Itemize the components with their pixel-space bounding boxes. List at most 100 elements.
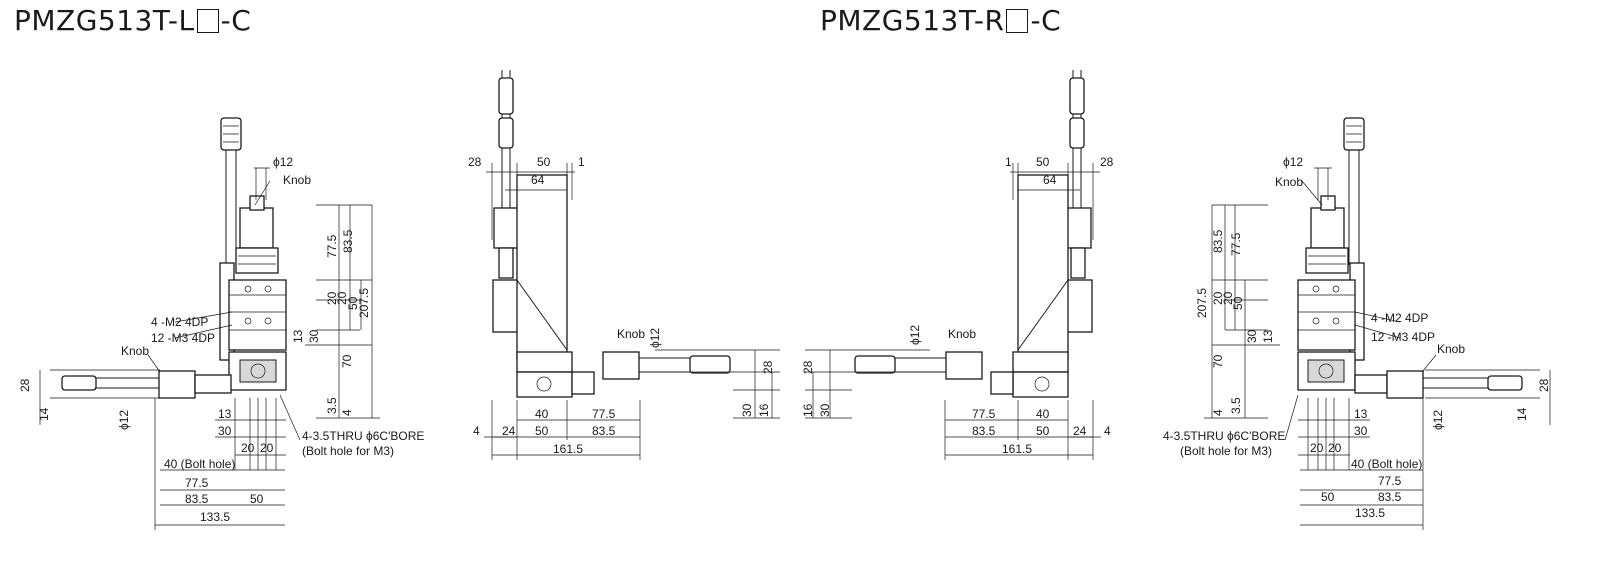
dim-40: 40 [535,407,549,421]
dim-4: 4 [1104,424,1111,438]
dim-28b: 28 [801,360,815,374]
dim-14: 14 [37,407,51,421]
label-m3: 12 -M3 4DP [151,331,215,345]
model-title-left: PMZG513T-L-C [14,4,252,37]
dim-16: 16 [801,403,815,417]
dim-50b: 50 [1036,424,1050,438]
dim-77-5b: 77.5 [185,476,209,490]
label-bore: 4-3.5THRU ϕ6C'BORE [302,429,424,443]
dim-3-5: 3.5 [1229,397,1243,414]
dim-4: 4 [1211,409,1225,416]
dim-28b: 28 [761,360,775,374]
dim-28: 28 [18,378,32,392]
dim-bolt40: 40 (Bolt hole) [1351,457,1422,471]
label-bolt-m3: (Bolt hole for M3) [1180,444,1272,458]
dim-64: 64 [531,173,545,187]
dim-16: 16 [757,403,771,417]
dim-77-5: 77.5 [972,407,996,421]
dim-28: 28 [1100,155,1114,169]
label-knob: Knob [283,173,311,187]
dim-30: 30 [818,403,832,417]
dim-phi12: ϕ12 [908,325,922,345]
label-knob: Knob [1275,175,1303,189]
dim-28: 28 [1537,378,1551,392]
dim-30: 30 [740,403,754,417]
dim-50b: 50 [1321,490,1335,504]
dim-133-5: 133.5 [1355,506,1385,520]
dim-13b: 13 [218,407,232,421]
dim-13: 13 [291,329,305,343]
dim-20c: 20 [1310,441,1324,455]
label-bolt-m3: (Bolt hole for M3) [302,444,394,458]
dim-20: 20 [325,291,339,305]
label-knob-side: Knob [1437,342,1465,356]
dim-50: 50 [346,296,360,310]
dim-28: 28 [468,155,482,169]
dim-20d: 20 [260,441,274,455]
dim-30b: 30 [1354,424,1368,438]
dim-50b: 50 [250,492,264,506]
dim-83-5: 83.5 [972,424,996,438]
dim-phi12: ϕ12 [273,155,293,169]
dim-77-5: 77.5 [325,234,339,258]
label-knob: Knob [617,327,645,341]
dim-83-5: 83.5 [341,229,355,253]
dim-24: 24 [1073,424,1087,438]
dim-phi12: ϕ12 [648,328,662,348]
dim-1: 1 [578,155,585,169]
dim-40: 40 [1036,407,1050,421]
dim-50b: 50 [535,424,549,438]
dim-13: 13 [1261,329,1275,343]
dim-30b: 30 [218,424,232,438]
dim-phi12: ϕ12 [1283,155,1303,169]
dim-20: 20 [1211,291,1225,305]
dim-20b: 20 [1221,291,1235,305]
dim-30: 30 [307,329,321,343]
dim-14: 14 [1515,407,1529,421]
dim-50: 50 [1036,155,1050,169]
label-knob-side: Knob [121,344,149,358]
label-m2: 4 -M2 4DP [151,315,208,329]
dim-133-5: 133.5 [200,510,230,524]
dim-30: 30 [1245,329,1259,343]
dim-77-5b: 77.5 [1378,474,1402,488]
dim-20d: 20 [1328,441,1342,455]
right-side-view: 1 50 28 64 ϕ12 Knob 28 16 30 77.5 40 83.… [801,70,1114,460]
dim-3-5: 3.5 [325,397,339,414]
left-top-view: ϕ12 Knob 77.5 83.5 20 20 50 207.5 4 -M2 … [18,117,424,530]
dim-77-5: 77.5 [1229,232,1243,256]
dim-161-5: 161.5 [553,442,583,456]
dim-50: 50 [1231,296,1245,310]
label-knob: Knob [948,327,976,341]
dim-83-5b: 83.5 [185,492,209,506]
dim-50: 50 [537,155,551,169]
dim-70: 70 [340,354,354,368]
dim-bolt40: 40 (Bolt hole) [164,457,235,471]
dim-phi12-side: ϕ12 [117,410,131,430]
dim-13b: 13 [1354,407,1368,421]
option-box [1006,9,1029,33]
right-top-view: ϕ12 Knob 83.5 77.5 207.5 20 20 50 30 13 … [1163,117,1551,530]
dim-83-5: 83.5 [1211,229,1225,253]
label-bore: 4-3.5THRU ϕ6C'BORE [1163,429,1285,443]
dim-83-5: 83.5 [592,424,616,438]
left-side-view: 28 50 1 64 Knob ϕ12 28 30 16 4 24 40 77.… [468,70,780,460]
dim-77-5: 77.5 [592,407,616,421]
dim-207-5: 207.5 [357,288,371,318]
dim-207-5: 207.5 [1195,288,1209,318]
dim-phi12-side: ϕ12 [1431,410,1445,430]
label-m3: 12 -M3 4DP [1371,330,1435,344]
option-box [196,9,219,33]
dim-161-5: 161.5 [1002,442,1032,456]
dim-83-5b: 83.5 [1378,490,1402,504]
label-m2: 4 -M2 4DP [1371,311,1428,325]
dim-4: 4 [473,424,480,438]
model-title-right: PMZG513T-R-C [820,4,1062,37]
dim-24: 24 [502,424,516,438]
dim-20c: 20 [241,441,255,455]
dim-70: 70 [1211,354,1225,368]
dim-1: 1 [1005,155,1012,169]
dim-4: 4 [340,409,354,416]
dim-20b: 20 [335,291,349,305]
